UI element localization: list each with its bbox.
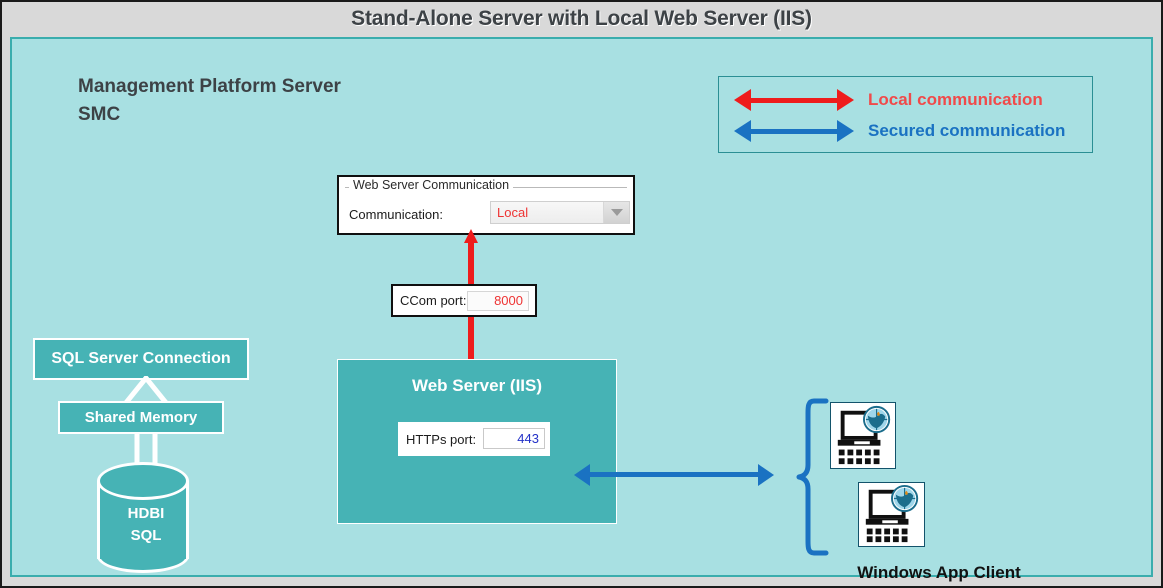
web-server-iis-box: Web Server (IIS) HTTPs port: 443 <box>337 359 617 524</box>
database-cylinder: HDBI SQL <box>92 459 200 574</box>
curly-brace-icon <box>796 397 830 557</box>
page-title: Stand-Alone Server with Local Web Server… <box>351 6 812 30</box>
https-port-input[interactable]: 443 <box>483 428 545 449</box>
web-server-iis-title: Web Server (IIS) <box>411 376 543 395</box>
https-port-box: HTTPs port: 443 <box>398 422 550 456</box>
legend-label-local: Local communication <box>868 90 1043 109</box>
double-headed-arrow-icon <box>734 89 854 111</box>
legend-item-secured: Secured communication <box>719 116 1092 146</box>
communication-field-row: Communication: <box>349 202 627 226</box>
page-title-bar: Stand-Alone Server with Local Web Server… <box>2 2 1161 35</box>
web-server-communication-dialog: Web Server Communication Communication: … <box>337 175 635 235</box>
windows-app-client-label: Windows App Client <box>857 563 1021 582</box>
computer-globe-icon <box>830 402 896 469</box>
double-headed-arrow-icon <box>734 120 854 142</box>
secured-communication-arrow <box>574 464 774 486</box>
web-server-communication-groupbox: Web Server Communication Communication: … <box>345 178 630 229</box>
legend-box: Local communication Secured communicatio… <box>718 76 1093 153</box>
shared-memory-box: Shared Memory <box>58 401 224 434</box>
server-boundary-panel: Management Platform Server SMC Local com… <box>10 37 1153 582</box>
computer-globe-icon <box>858 482 925 547</box>
local-communication-arrow-up <box>464 229 478 287</box>
management-platform-server-label: Management Platform Server SMC <box>78 76 341 125</box>
communication-dropdown-value: Local <box>491 202 603 223</box>
sql-server-connection-label: SQL Server Connection <box>51 350 231 367</box>
https-port-label: HTTPs port: <box>406 431 477 447</box>
legend-item-local: Local communication <box>719 85 1092 115</box>
database-label: HDBI SQL <box>127 505 165 544</box>
groupbox-legend: Web Server Communication <box>349 178 514 192</box>
communication-field-label: Communication: <box>349 206 443 222</box>
chevron-down-icon[interactable] <box>603 202 629 223</box>
ccom-port-input[interactable]: 8000 <box>467 291 529 311</box>
ccom-port-label: CCom port: <box>400 293 467 308</box>
cylinder-top <box>97 462 189 500</box>
ccom-port-box: CCom port: 8000 <box>391 284 537 317</box>
sql-server-connection-box: SQL Server Connection <box>33 338 249 380</box>
communication-dropdown[interactable]: Local <box>490 201 630 224</box>
shared-memory-label: Shared Memory <box>84 409 198 426</box>
legend-label-secured: Secured communication <box>868 121 1066 140</box>
